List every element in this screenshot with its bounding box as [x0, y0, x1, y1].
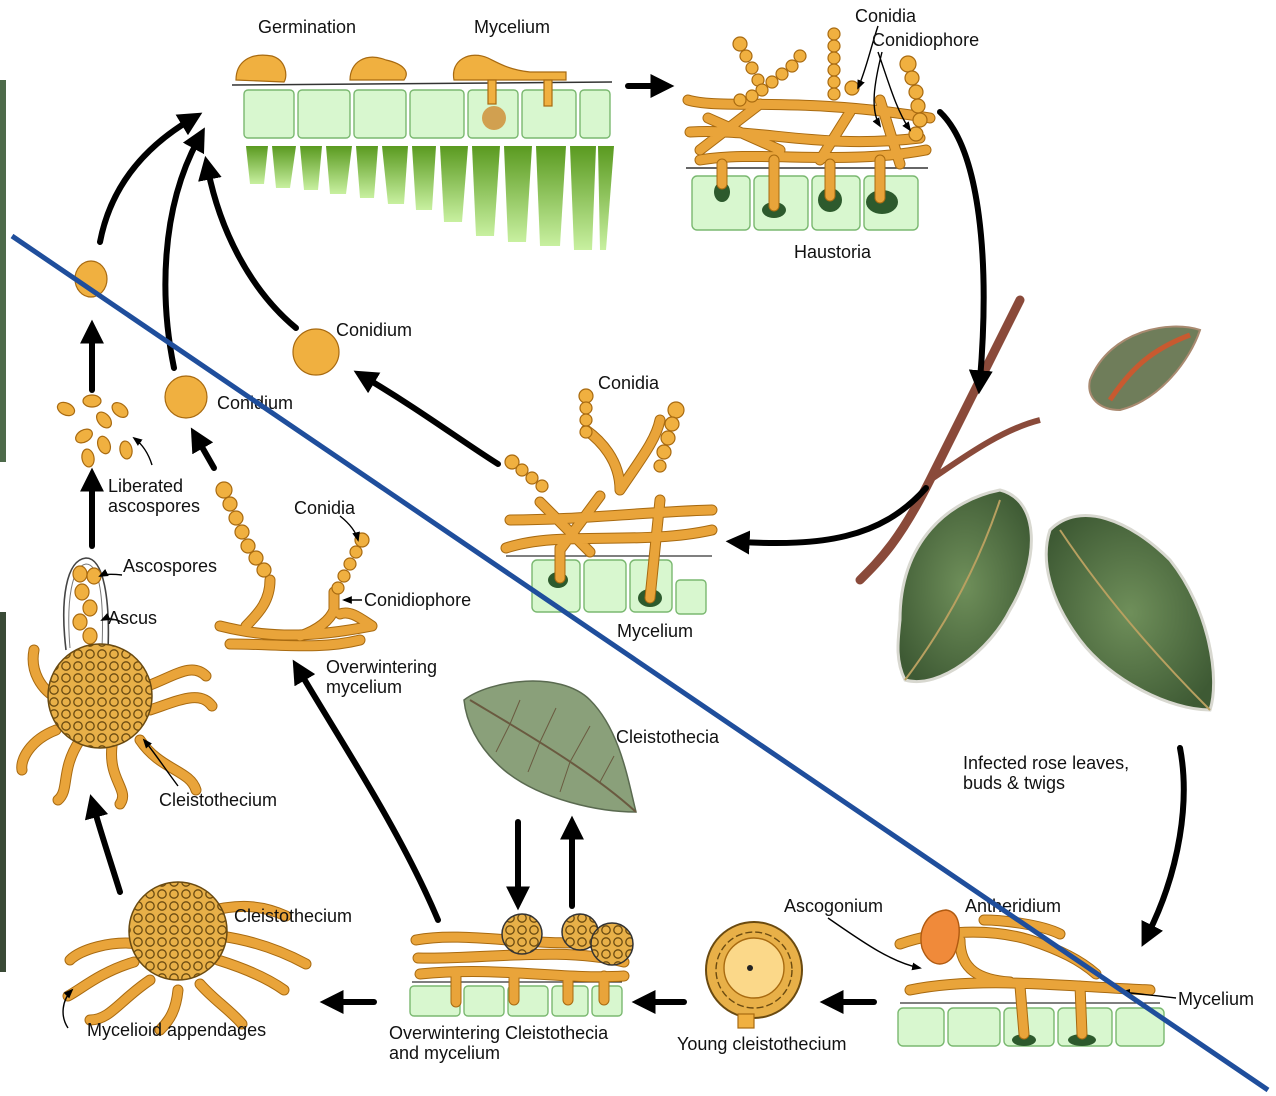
young-cleistothecium-group: Young cleistothecium: [677, 922, 846, 1054]
photo-strip-top: [0, 80, 6, 462]
label-overwintering-cleistothecia-line2: and mycelium: [389, 1043, 500, 1063]
label-mycelium-mid: Mycelium: [617, 621, 693, 641]
label-conidia-top: Conidia: [855, 6, 917, 26]
label-infected-rose-line2: buds & twigs: [963, 773, 1065, 793]
label-ascus: Ascus: [108, 608, 157, 628]
label-cleistothecia-leaf: Cleistothecia: [616, 727, 720, 747]
label-germination: Germination: [258, 17, 356, 37]
label-cleistothecium-upper: Cleistothecium: [159, 790, 277, 810]
label-antheridium: Antheridium: [965, 896, 1061, 916]
conidium-spore-left: [165, 376, 207, 418]
label-conidia-left: Conidia: [294, 498, 356, 518]
label-overwintering-mycelium-line2: mycelium: [326, 677, 402, 697]
label-mycelium-top: Mycelium: [474, 17, 550, 37]
overwintering-mycelium-group: Conidia Conidiophore Overwintering mycel…: [216, 482, 471, 697]
conidiophore-haustoria-group: Conidia Conidiophore Haustoria: [686, 6, 979, 262]
label-conidium-center: Conidium: [336, 320, 412, 340]
label-ascospores: Ascospores: [123, 556, 217, 576]
label-overwintering-cleistothecia-line1: Overwintering Cleistothecia: [389, 1023, 609, 1043]
conidium-spore-center: [293, 329, 339, 375]
photo-strip-bottom: [0, 612, 6, 972]
label-overwintering-mycelium-line1: Overwintering: [326, 657, 437, 677]
label-conidiophore-top: Conidiophore: [872, 30, 979, 50]
label-conidiophore-left: Conidiophore: [364, 590, 471, 610]
label-conidia-mid: Conidia: [598, 373, 660, 393]
label-mycelioid-appendages: Mycelioid appendages: [87, 1020, 266, 1040]
label-ascogonium: Ascogonium: [784, 896, 883, 916]
center-conidia-mycelium: Conidia Mycelium: [505, 373, 712, 641]
label-young-cleistothecium: Young cleistothecium: [677, 1034, 846, 1054]
leaf-surface-germination: Germination Mycelium: [232, 17, 614, 250]
leaf-with-cleistothecia: Cleistothecia: [464, 681, 720, 812]
label-haustoria: Haustoria: [794, 242, 872, 262]
label-infected-rose-line1: Infected rose leaves,: [963, 753, 1129, 773]
label-liberated-ascospores-line1: Liberated: [108, 476, 183, 496]
label-cleistothecium-lower: Cleistothecium: [234, 906, 352, 926]
overwintering-cleistothecia-group: Overwintering Cleistothecia and mycelium: [389, 914, 633, 1063]
cleistothecium-with-ascus: Ascospores Ascus Cleistothecium: [22, 556, 277, 810]
label-liberated-ascospores-line2: ascospores: [108, 496, 200, 516]
label-mycelium-right: Mycelium: [1178, 989, 1254, 1009]
cleistothecium-appendages-group: Cleistothecium Mycelioid appendages: [63, 882, 352, 1040]
